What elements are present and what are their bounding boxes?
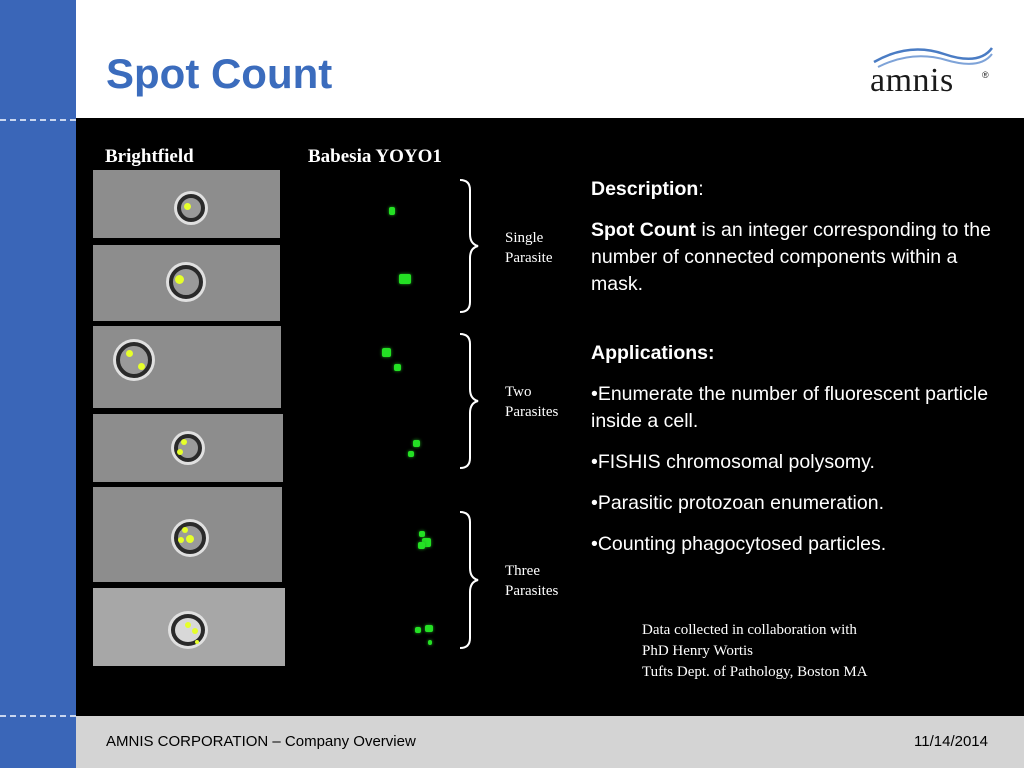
column-header-yoyo1: Babesia YOYO1 bbox=[308, 146, 442, 167]
curly-brace-icon bbox=[459, 333, 479, 469]
group-label-two: Two Parasites bbox=[505, 384, 559, 420]
fluorescent-spot bbox=[394, 364, 401, 371]
curly-brace-icon bbox=[459, 511, 479, 649]
brightfield-image-1 bbox=[93, 170, 280, 238]
group-label-three: Three Parasites bbox=[505, 563, 559, 599]
left-sidebar bbox=[0, 0, 76, 768]
group-label-single: Single Parasite bbox=[505, 230, 553, 266]
application-item: •Enumerate the number of fluorescent par… bbox=[591, 383, 989, 432]
brightfield-image-2 bbox=[93, 245, 280, 321]
curly-brace-icon bbox=[459, 179, 479, 313]
logo-wave-icon bbox=[873, 47, 994, 68]
description-heading: Description: bbox=[591, 178, 704, 200]
slide-header: Spot Count amnis ® bbox=[76, 0, 1024, 118]
brightfield-image-5 bbox=[93, 487, 282, 582]
brightfield-image-6 bbox=[93, 588, 285, 666]
column-header-brightfield: Brightfield bbox=[105, 146, 194, 167]
footer-company: AMNIS CORPORATION – Company Overview bbox=[106, 733, 416, 750]
application-item: •Counting phagocytosed particles. bbox=[591, 533, 887, 555]
fluorescent-spot bbox=[422, 538, 431, 547]
collaboration-credit: Data collected in collaboration with PhD… bbox=[642, 622, 868, 680]
fluorescent-spot bbox=[389, 207, 395, 215]
fluorescent-spot bbox=[399, 274, 411, 284]
logo-wordmark: amnis bbox=[870, 62, 954, 99]
amnis-logo: amnis ® bbox=[864, 40, 994, 100]
fluorescent-spot bbox=[425, 625, 433, 632]
description-panel: Description: Spot Count is an integer co… bbox=[591, 176, 1011, 572]
description-body: Spot Count is an integer corresponding t… bbox=[591, 219, 991, 295]
fluorescent-spot bbox=[413, 440, 420, 447]
fluorescent-spot bbox=[419, 531, 425, 537]
sidebar-divider-top bbox=[0, 119, 76, 121]
fluorescent-spot bbox=[382, 348, 391, 357]
application-item: •FISHIS chromosomal polysomy. bbox=[591, 451, 875, 473]
applications-heading: Applications: bbox=[591, 342, 715, 364]
slide-title: Spot Count bbox=[106, 50, 333, 97]
logo-registered-mark: ® bbox=[982, 70, 989, 80]
brightfield-image-4 bbox=[93, 414, 283, 482]
fluorescent-spot bbox=[418, 542, 425, 549]
footer-date: 11/14/2014 bbox=[914, 733, 988, 750]
slide-body: Brightfield Babesia YOYO1 bbox=[76, 118, 1024, 716]
fluorescent-spot bbox=[415, 627, 421, 633]
application-item: •Parasitic protozoan enumeration. bbox=[591, 492, 884, 514]
brightfield-image-3 bbox=[93, 326, 281, 408]
fluorescent-spot bbox=[408, 451, 414, 457]
slide-footer: AMNIS CORPORATION – Company Overview 11/… bbox=[76, 716, 1024, 768]
fluorescent-spot bbox=[428, 640, 432, 645]
sidebar-divider-bottom bbox=[0, 715, 76, 717]
